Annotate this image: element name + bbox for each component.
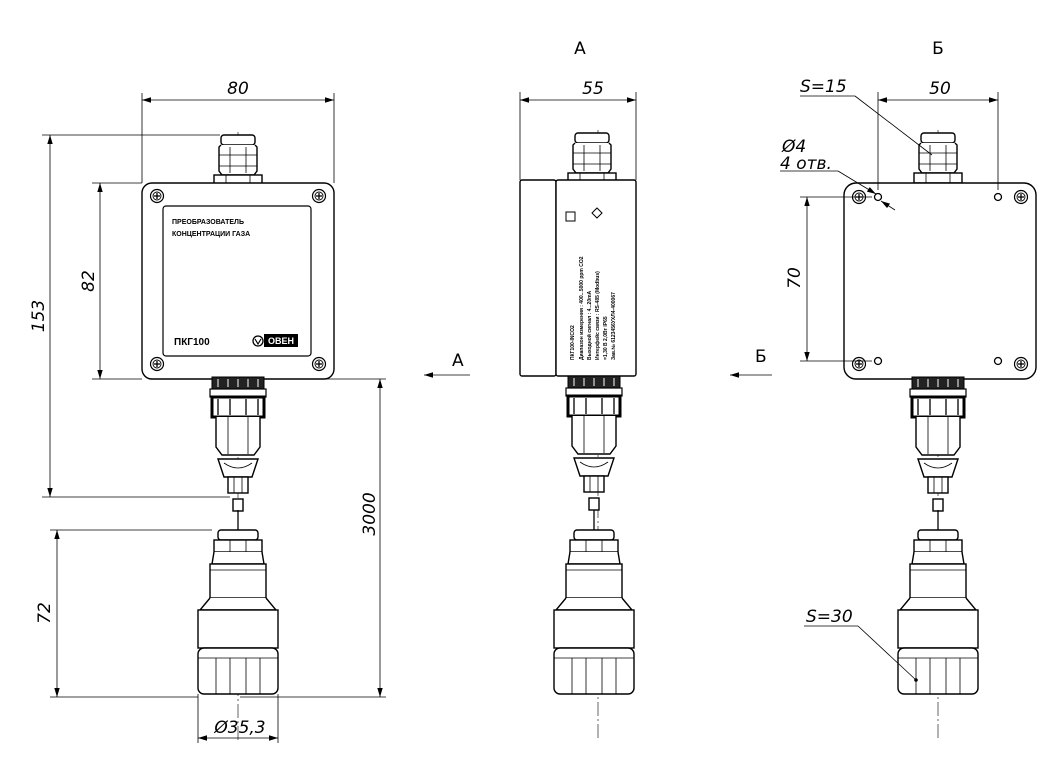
- hole-count: 4 отв.: [780, 154, 832, 174]
- model-text: ПКГ100: [174, 337, 210, 348]
- back-view-title: Б: [932, 39, 944, 59]
- back-view: Б: [843, 39, 1037, 740]
- brand-text: ОВЕН: [268, 336, 294, 346]
- section-arrow-b: Б: [755, 347, 767, 367]
- dim-sensor-height: 72: [35, 602, 55, 624]
- spec-line-2: Выходной сигнал : 4...20mA: [586, 290, 593, 360]
- spec-line-3: Интерфейс связи : RS-485 (Modbus): [594, 271, 601, 360]
- brand-logo: ОВЕН: [252, 334, 298, 347]
- front-label-panel: [162, 205, 312, 357]
- label-line2: КОНЦЕНТРАЦИИ ГАЗА: [172, 231, 250, 238]
- spec-line-1: Диапазон измерения : 400...5000 ppm CO2: [579, 256, 585, 360]
- side-dimensions: 55 Б: [519, 79, 772, 378]
- hole-diameter: Ø4: [781, 137, 806, 157]
- label-line1: ПРЕОБРАЗОВАТЕЛЬ: [172, 219, 244, 226]
- dim-front-total-height: 153: [29, 300, 49, 332]
- dim-front-width: 80: [227, 79, 249, 99]
- dim-front-box-height: 82: [79, 270, 99, 292]
- side-view-title: А: [574, 39, 586, 59]
- spec-line-5: Зав.№ 6123456УХЛ4-400067: [611, 292, 617, 360]
- front-view: ПРЕОБРАЗОВАТЕЛЬ КОНЦЕНТРАЦИИ ГАЗА ПКГ100…: [141, 132, 335, 740]
- mounting-holes: [873, 192, 1003, 366]
- dim-sensor-diameter: Ø35,3: [213, 718, 265, 738]
- spec-line-0: ПКГ100-INCO2: [570, 325, 576, 360]
- section-arrow-a: А: [452, 351, 464, 371]
- side-spec-label: ПКГ100-INCO2 Диапазон измерения : 400...…: [565, 207, 617, 360]
- dim-back-height: 70: [785, 267, 805, 289]
- front-dimensions: 80 153 82 3000 72 Ø35,3 А: [29, 79, 470, 743]
- back-enclosure: [843, 182, 1037, 380]
- dim-side-width: 55: [582, 79, 604, 99]
- back-dimensions: 50 70 S=15 Ø4 4 отв. S=30: [780, 77, 999, 682]
- side-view: А ПКГ100-INCO2 Диапазон измерения : 400.…: [519, 39, 637, 740]
- wrench-size-bottom: S=30: [806, 607, 853, 627]
- dim-cable-length: 3000: [360, 492, 380, 535]
- dim-back-width: 50: [929, 79, 951, 99]
- spec-line-4: =1,30 В 2,0Вт IP65: [603, 316, 609, 360]
- wrench-size-top: S=15: [800, 77, 847, 97]
